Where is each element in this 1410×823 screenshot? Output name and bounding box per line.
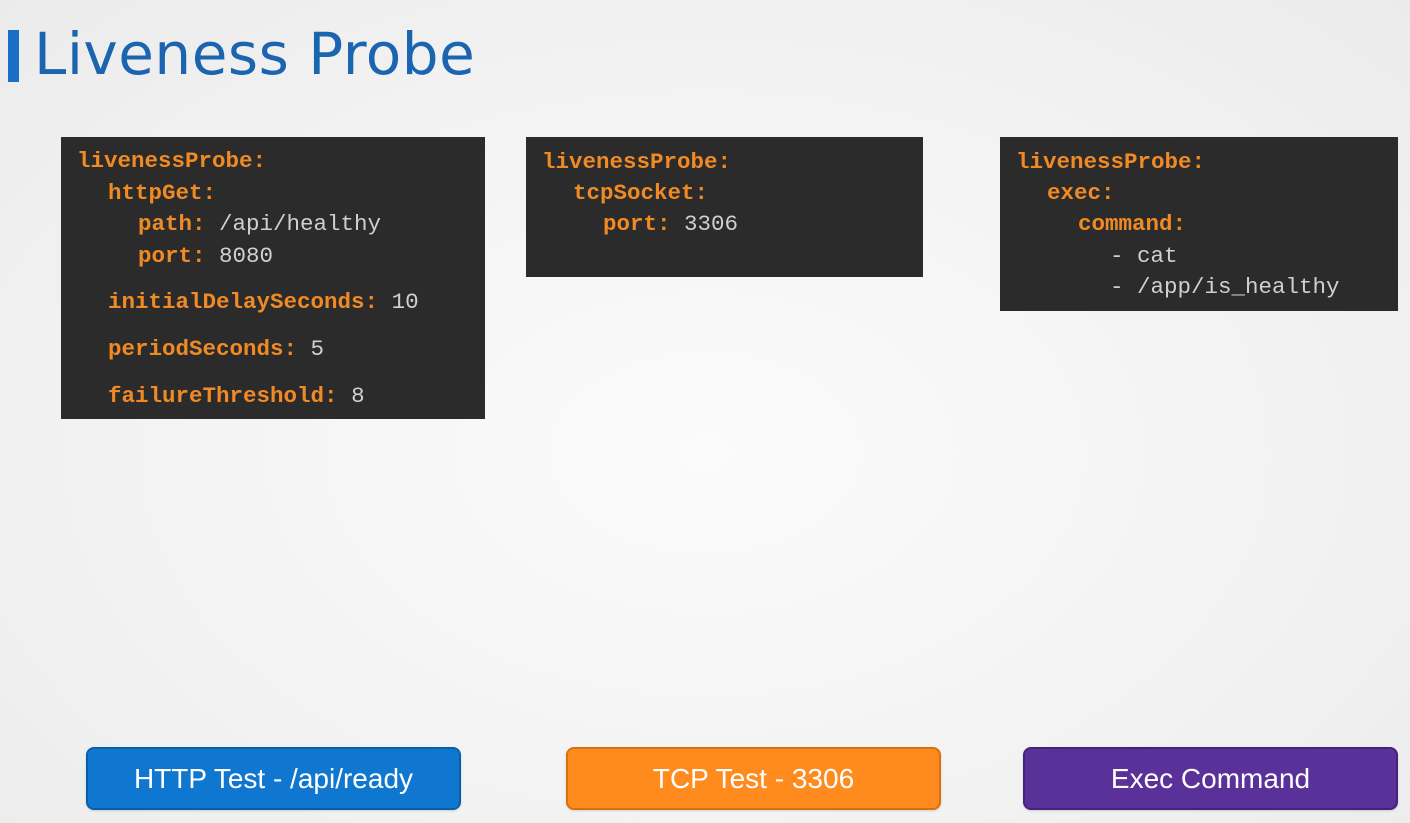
yaml-value: 8 bbox=[351, 383, 365, 409]
code-line: exec: bbox=[1047, 178, 1115, 208]
code-line: path: /api/healthy bbox=[138, 209, 381, 239]
yaml-value: 10 bbox=[391, 289, 419, 315]
http-test-button-label: HTTP Test - /api/ready bbox=[133, 762, 414, 794]
yaml-key: livenessProbe: bbox=[1016, 149, 1206, 175]
code-block-http: livenessProbe: httpGet: path: /api/healt… bbox=[61, 137, 485, 419]
title-accent-bar bbox=[8, 30, 19, 82]
code-line: initialDelaySeconds: 10 bbox=[108, 287, 419, 317]
code-block-exec: livenessProbe: exec: command: - cat - /a… bbox=[1000, 137, 1398, 311]
yaml-value: - /app/is_healthy bbox=[1110, 274, 1340, 300]
exec-command-button-label: Exec Command bbox=[1110, 762, 1311, 794]
yaml-key: httpGet: bbox=[108, 180, 217, 206]
yaml-key: livenessProbe: bbox=[77, 148, 267, 174]
yaml-value: - cat bbox=[1110, 243, 1178, 269]
code-line: - cat bbox=[1110, 241, 1178, 271]
tcp-test-button-label: TCP Test - 3306 bbox=[652, 762, 855, 794]
code-line: livenessProbe: bbox=[1016, 147, 1205, 177]
code-line: periodSeconds: 5 bbox=[108, 334, 324, 364]
http-test-button[interactable]: HTTP Test - /api/ready bbox=[86, 747, 461, 810]
page-title: Liveness Probe bbox=[34, 20, 476, 88]
code-block-tcp: livenessProbe: tcpSocket: port: 3306 bbox=[526, 137, 923, 277]
tcp-test-button[interactable]: TCP Test - 3306 bbox=[566, 747, 941, 810]
yaml-value: 3306 bbox=[684, 211, 739, 237]
yaml-key: periodSeconds: bbox=[108, 336, 298, 362]
yaml-value: 8080 bbox=[219, 243, 274, 269]
yaml-key: command: bbox=[1078, 211, 1187, 237]
yaml-value: /api/healthy bbox=[219, 211, 382, 237]
code-line: tcpSocket: bbox=[573, 178, 708, 208]
code-line: command: bbox=[1078, 209, 1186, 239]
code-line: port: 3306 bbox=[603, 209, 738, 239]
code-line: livenessProbe: bbox=[542, 147, 731, 177]
code-line: httpGet: bbox=[108, 178, 216, 208]
yaml-key: failureThreshold: bbox=[108, 383, 338, 409]
yaml-value: 5 bbox=[310, 336, 325, 362]
yaml-key: initialDelaySeconds: bbox=[108, 289, 379, 315]
yaml-key: livenessProbe: bbox=[542, 149, 732, 175]
exec-command-button[interactable]: Exec Command bbox=[1023, 747, 1398, 810]
code-line: port: 8080 bbox=[138, 241, 273, 271]
code-line: livenessProbe: bbox=[77, 146, 266, 176]
code-line: - /app/is_healthy bbox=[1110, 272, 1340, 302]
yaml-key: port: bbox=[603, 211, 671, 237]
yaml-key: exec: bbox=[1047, 180, 1115, 206]
yaml-key: port: bbox=[138, 243, 206, 269]
yaml-key: path: bbox=[138, 211, 206, 237]
yaml-key: tcpSocket: bbox=[573, 180, 709, 206]
code-line: failureThreshold: 8 bbox=[108, 381, 365, 411]
